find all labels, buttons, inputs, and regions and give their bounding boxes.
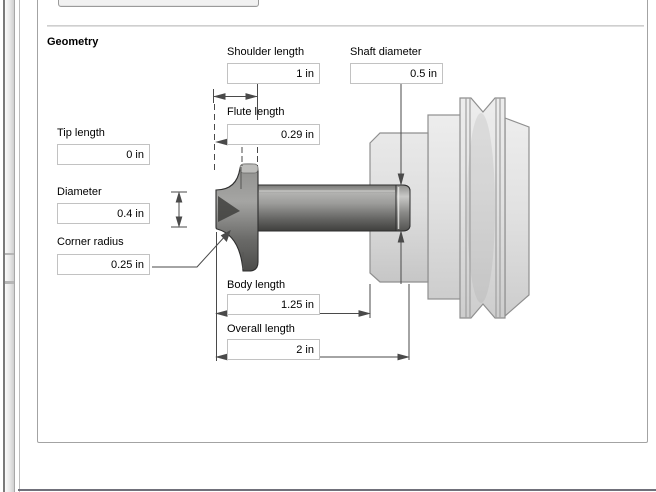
arrow-down-icon: [175, 216, 183, 228]
arrow-down-icon: [397, 173, 405, 186]
tip-length-field[interactable]: [57, 144, 150, 165]
shaft-diameter-label: Shaft diameter: [350, 46, 422, 58]
shoulder-length-field[interactable]: [227, 63, 320, 84]
cutter-illustration: [215, 163, 259, 272]
flute-length-label: Flute length: [227, 106, 285, 118]
scroll-strip-mark: [5, 253, 14, 255]
holder-taper-back: [504, 117, 530, 318]
panel-edge-line: [3, 0, 5, 492]
tool-shaft-illustration: [256, 184, 411, 232]
overall-length-label: Overall length: [227, 323, 295, 335]
arrow-up-icon: [175, 191, 183, 203]
body-length-field[interactable]: [227, 294, 320, 315]
arrow-left-icon: [213, 93, 226, 100]
shoulder-length-label: Shoulder length: [227, 46, 305, 58]
body-length-label: Body length: [227, 279, 286, 291]
scroll-strip-mark: [5, 281, 14, 284]
arrow-left-icon: [215, 138, 228, 146]
diameter-label: Diameter: [57, 186, 102, 198]
section-title: Geometry: [47, 36, 99, 48]
arrow-right-icon: [358, 310, 371, 317]
arrow-left-icon: [215, 310, 228, 317]
panel-divider-line: [14, 0, 15, 492]
panel-scroll-strip[interactable]: [5, 0, 14, 492]
arrow-right-icon: [397, 353, 410, 361]
holder-v-flange: [459, 97, 506, 319]
holder-body: [427, 114, 463, 300]
shaft-diameter-field[interactable]: [350, 63, 443, 84]
arrow-left-icon: [215, 353, 228, 361]
overall-length-field[interactable]: [227, 339, 320, 360]
panel-divider-line: [19, 0, 20, 492]
tip-length-label: Tip length: [57, 127, 105, 139]
window-bottom-edge: [18, 489, 656, 491]
cropped-dropdown[interactable]: [58, 0, 259, 7]
section-separator: [47, 25, 644, 27]
corner-radius-label: Corner radius: [57, 236, 124, 248]
leader-arrow-icon: [220, 229, 231, 242]
arrow-right-icon: [245, 93, 258, 100]
corner-radius-field[interactable]: [57, 254, 150, 275]
geometry-groupbox: [37, 0, 648, 443]
tool-holder-illustration: [369, 97, 530, 319]
diameter-field[interactable]: [57, 203, 150, 224]
dimension-lines: [152, 84, 410, 361]
flute-length-field[interactable]: [227, 124, 320, 145]
